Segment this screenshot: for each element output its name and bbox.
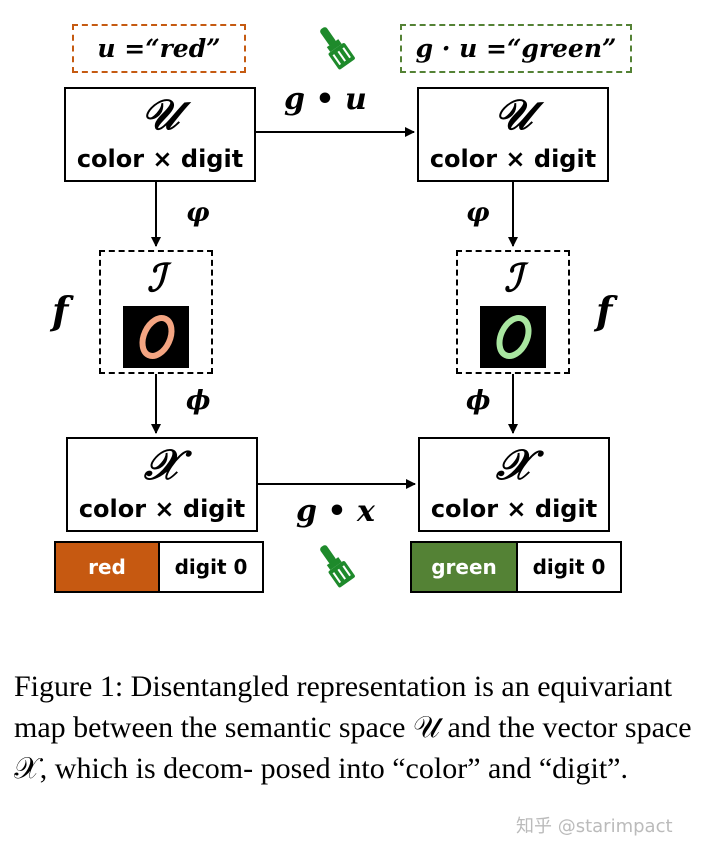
varphi-label-right: φ (466, 198, 490, 228)
watermark: 知乎 @starimpact (516, 816, 673, 837)
varphi-label-left: φ (186, 198, 210, 228)
color-code-green: green (412, 543, 518, 591)
digit-image-red (123, 306, 189, 368)
vector-space-left: 𝒳 color × digit (66, 437, 258, 532)
code-bar-right: green digit 0 (410, 541, 622, 593)
diagram-arrows (151, 127, 518, 489)
phi-label-left: ϕ (186, 386, 211, 416)
semantic-space-factors: color × digit (429, 145, 597, 173)
f-label-right: f (596, 288, 613, 333)
vector-space-factors: color × digit (78, 495, 246, 523)
semantic-space-left: 𝒰 color × digit (64, 87, 256, 182)
semantic-space-right: 𝒰 color × digit (417, 87, 609, 182)
digit-code-right: digit 0 (518, 543, 620, 591)
semantic-space-factors: color × digit (76, 145, 244, 173)
vector-space-factors: color × digit (430, 495, 598, 523)
vector-space-symbol: 𝒳 (143, 440, 181, 489)
action-on-vector-label: g • x (296, 494, 375, 529)
condition-left-text: u =“red” (97, 34, 221, 63)
image-space-left: ℐ (99, 250, 213, 374)
phi-label-right: ϕ (466, 386, 491, 416)
image-space-symbol: ℐ (147, 255, 165, 300)
digit-code-left: digit 0 (160, 543, 262, 591)
condition-right-text: g · u =“green” (415, 34, 617, 63)
paint-brush-icon (320, 27, 355, 70)
figure-caption: Figure 1: Disentangled representation is… (14, 670, 692, 785)
vector-space-right: 𝒳 color × digit (418, 437, 610, 532)
digit-image-green (480, 306, 546, 368)
semantic-space-symbol: 𝒰 (494, 90, 532, 139)
image-space-right: ℐ (456, 250, 570, 374)
f-label-left: f (52, 288, 69, 333)
condition-left: u =“red” (72, 24, 246, 73)
paint-brush-icon (320, 545, 355, 588)
color-code-red: red (56, 543, 160, 591)
vector-space-symbol: 𝒳 (495, 440, 533, 489)
action-on-semantic-label: g • u (284, 82, 367, 117)
semantic-space-symbol: 𝒰 (141, 90, 179, 139)
code-bar-left: red digit 0 (54, 541, 264, 593)
condition-right: g · u =“green” (400, 24, 632, 73)
image-space-symbol: ℐ (504, 255, 522, 300)
